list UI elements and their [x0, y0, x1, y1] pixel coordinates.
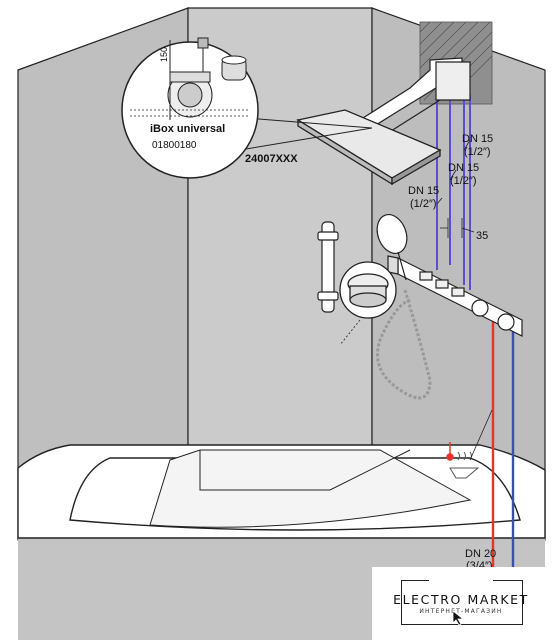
watermark-frame-top-left: [401, 580, 429, 581]
dn-leaders: [436, 139, 471, 205]
label-dn15-1: DN 15: [462, 133, 493, 145]
watermark-frame-top-right: [493, 580, 522, 581]
cursor-icon: [452, 610, 465, 626]
thermostat-panel: [387, 255, 523, 337]
label-dn15-3-in: (1/2″): [410, 198, 437, 210]
ibox-callout: [121, 37, 259, 179]
supply-pipes: [436, 95, 471, 290]
label-dn15-3: DN 15: [408, 185, 439, 197]
hand-shower: [376, 214, 408, 281]
callout-leader: [227, 117, 373, 153]
label-head-code: 24007XXX: [245, 153, 298, 165]
label-dim-35: 35: [476, 230, 488, 242]
label-dn20: DN 20: [465, 548, 496, 560]
dimension-35: [440, 218, 475, 238]
shower-hose: [376, 289, 432, 400]
label-dim-150: 150: [159, 47, 169, 62]
heat-icon: [446, 442, 454, 461]
watermark-panel: [372, 567, 559, 640]
label-ibox-code: 01800180: [152, 140, 197, 151]
bathtub: [17, 444, 546, 539]
shower-arm: [351, 57, 471, 139]
label-dn15-2: DN 15: [448, 162, 479, 174]
watermark-title: ELECTRO MARKET: [393, 592, 529, 607]
shower-arm-dashed: [339, 319, 361, 346]
cartridge-detail: [339, 261, 397, 319]
watermark-frame: [401, 580, 523, 625]
label-ibox: iBox universal: [150, 123, 225, 135]
label-dn15-1-in: (1/2″): [464, 146, 491, 158]
slide-rail: [317, 221, 339, 313]
watermark-subtitle: ИНТЕРНЕТ-МАГАЗИН: [419, 608, 503, 615]
hot-leader: [469, 409, 493, 461]
label-dn15-2-in: (1/2″): [450, 175, 477, 187]
